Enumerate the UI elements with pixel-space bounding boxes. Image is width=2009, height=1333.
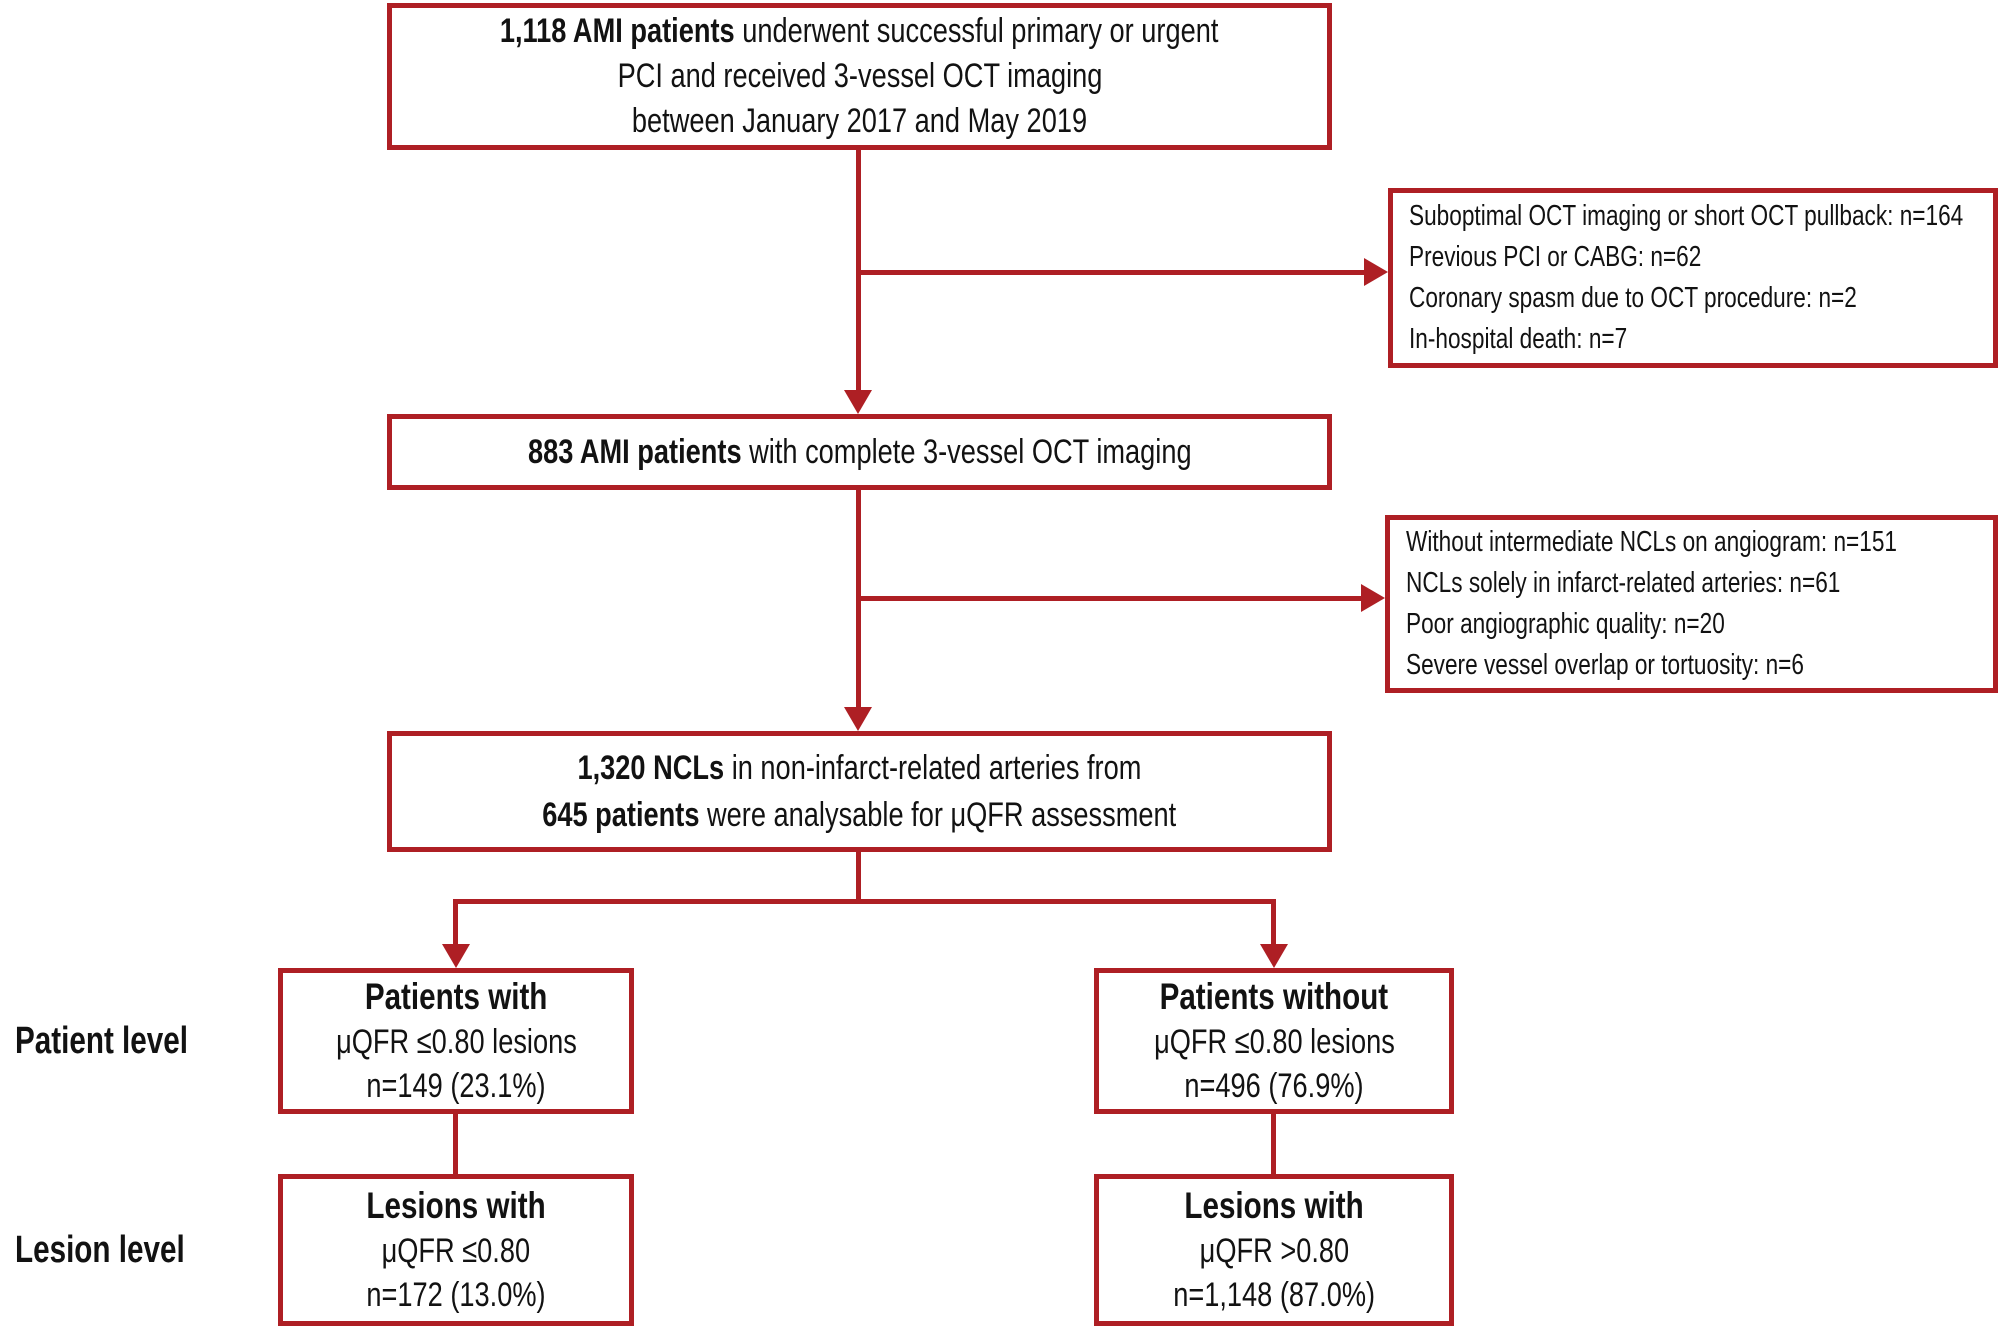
complete-imaging-count: 883 AMI patients (527, 432, 742, 471)
exclusion-1-line-2: Previous PCI or CABG: n=62 (1409, 241, 1702, 273)
exclusion-1-line-4: In-hospital death: n=7 (1409, 323, 1628, 355)
connector-analysable-stem (856, 852, 861, 904)
arrowhead-down-to-complete-icon (844, 390, 872, 414)
analysable-line-2-rest: were analysable for μQFR assessment (699, 795, 1177, 834)
connector-split-left (453, 899, 458, 947)
complete-imaging-rest: with complete 3-vessel OCT imaging (741, 432, 1192, 471)
analysable-line-2: 645 patients were analysable for μQFR as… (543, 792, 1177, 839)
lesion-normal-title: Lesions with (1184, 1185, 1364, 1226)
lesion-abnormal-box: Lesions with μQFR ≤0.80 n=172 (13.0%) (278, 1174, 634, 1326)
analysable-ncl-count: 1,320 NCLs (577, 748, 725, 787)
patient-with-box: Patients with μQFR ≤0.80 lesions n=149 (… (278, 968, 634, 1114)
enrollment-line-1-rest: underwent successful primary or urgent (735, 12, 1219, 50)
connector-split-right (1271, 899, 1276, 947)
connector-split-horizontal (453, 899, 1276, 904)
exclusion-1-line-3: Coronary spasm due to OCT procedure: n=2 (1409, 282, 1857, 314)
arrowhead-down-patient-with-icon (442, 944, 470, 968)
exclusion-2-line-4: Severe vessel overlap or tortuosity: n=6 (1406, 649, 1804, 681)
connector-branch-exclusion-2 (856, 596, 1361, 601)
lesion-normal-box: Lesions with μQFR >0.80 n=1,148 (87.0%) (1094, 1174, 1454, 1326)
lesion-normal-criterion: μQFR >0.80 (1199, 1232, 1349, 1270)
complete-imaging-box: 883 AMI patients with complete 3-vessel … (387, 414, 1332, 490)
lesion-level-label: Lesion level (15, 1229, 185, 1271)
patient-without-box: Patients without μQFR ≤0.80 lesions n=49… (1094, 968, 1454, 1114)
arrowhead-right-exclusion-1-icon (1364, 258, 1388, 286)
lesion-abnormal-title: Lesions with (366, 1185, 546, 1226)
connector-patient-to-lesion-right (1271, 1114, 1276, 1174)
exclusion-2-line-2: NCLs solely in infarct-related arteries:… (1406, 567, 1841, 599)
exclusion-1-line-1: Suboptimal OCT imaging or short OCT pull… (1409, 200, 1964, 232)
patient-level-label: Patient level (15, 1020, 188, 1062)
patient-without-count: n=496 (76.9%) (1184, 1067, 1364, 1105)
enrollment-box: 1,118 AMI patients underwent successful … (387, 3, 1332, 150)
exclusion-box-1: Suboptimal OCT imaging or short OCT pull… (1388, 188, 1998, 368)
arrowhead-down-patient-without-icon (1260, 944, 1288, 968)
enrollment-line-3: between January 2017 and May 2019 (631, 102, 1088, 140)
patient-with-title: Patients with (364, 976, 548, 1017)
lesion-normal-count: n=1,148 (87.0%) (1173, 1276, 1375, 1314)
patient-without-criterion: μQFR ≤0.80 lesions (1153, 1023, 1395, 1061)
analysable-line-1-rest: in non-infarct-related arteries from (724, 748, 1142, 787)
patient-without-title: Patients without (1159, 976, 1389, 1017)
connector-branch-exclusion-1 (856, 270, 1364, 275)
patient-with-criterion: μQFR ≤0.80 lesions (335, 1023, 577, 1061)
lesion-abnormal-count: n=172 (13.0%) (366, 1276, 546, 1314)
exclusion-2-line-1: Without intermediate NCLs on angiogram: … (1406, 526, 1898, 558)
analysable-box: 1,320 NCLs in non-infarct-related arteri… (387, 731, 1332, 852)
enrollment-count: 1,118 AMI patients (500, 12, 736, 50)
complete-imaging-line: 883 AMI patients with complete 3-vessel … (528, 430, 1192, 475)
arrowhead-right-exclusion-2-icon (1361, 584, 1385, 612)
analysable-line-1: 1,320 NCLs in non-infarct-related arteri… (578, 745, 1142, 792)
patient-with-count: n=149 (23.1%) (366, 1067, 546, 1105)
connector-patient-to-lesion-left (453, 1114, 458, 1174)
arrowhead-down-to-analysable-icon (844, 707, 872, 731)
lesion-abnormal-criterion: μQFR ≤0.80 (381, 1232, 531, 1270)
exclusion-2-line-3: Poor angiographic quality: n=20 (1406, 608, 1725, 640)
enrollment-line-2: PCI and received 3-vessel OCT imaging (617, 57, 1102, 95)
enrollment-line-1: 1,118 AMI patients underwent successful … (500, 9, 1219, 54)
exclusion-box-2: Without intermediate NCLs on angiogram: … (1385, 515, 1998, 693)
analysable-patient-count: 645 patients (542, 795, 700, 834)
